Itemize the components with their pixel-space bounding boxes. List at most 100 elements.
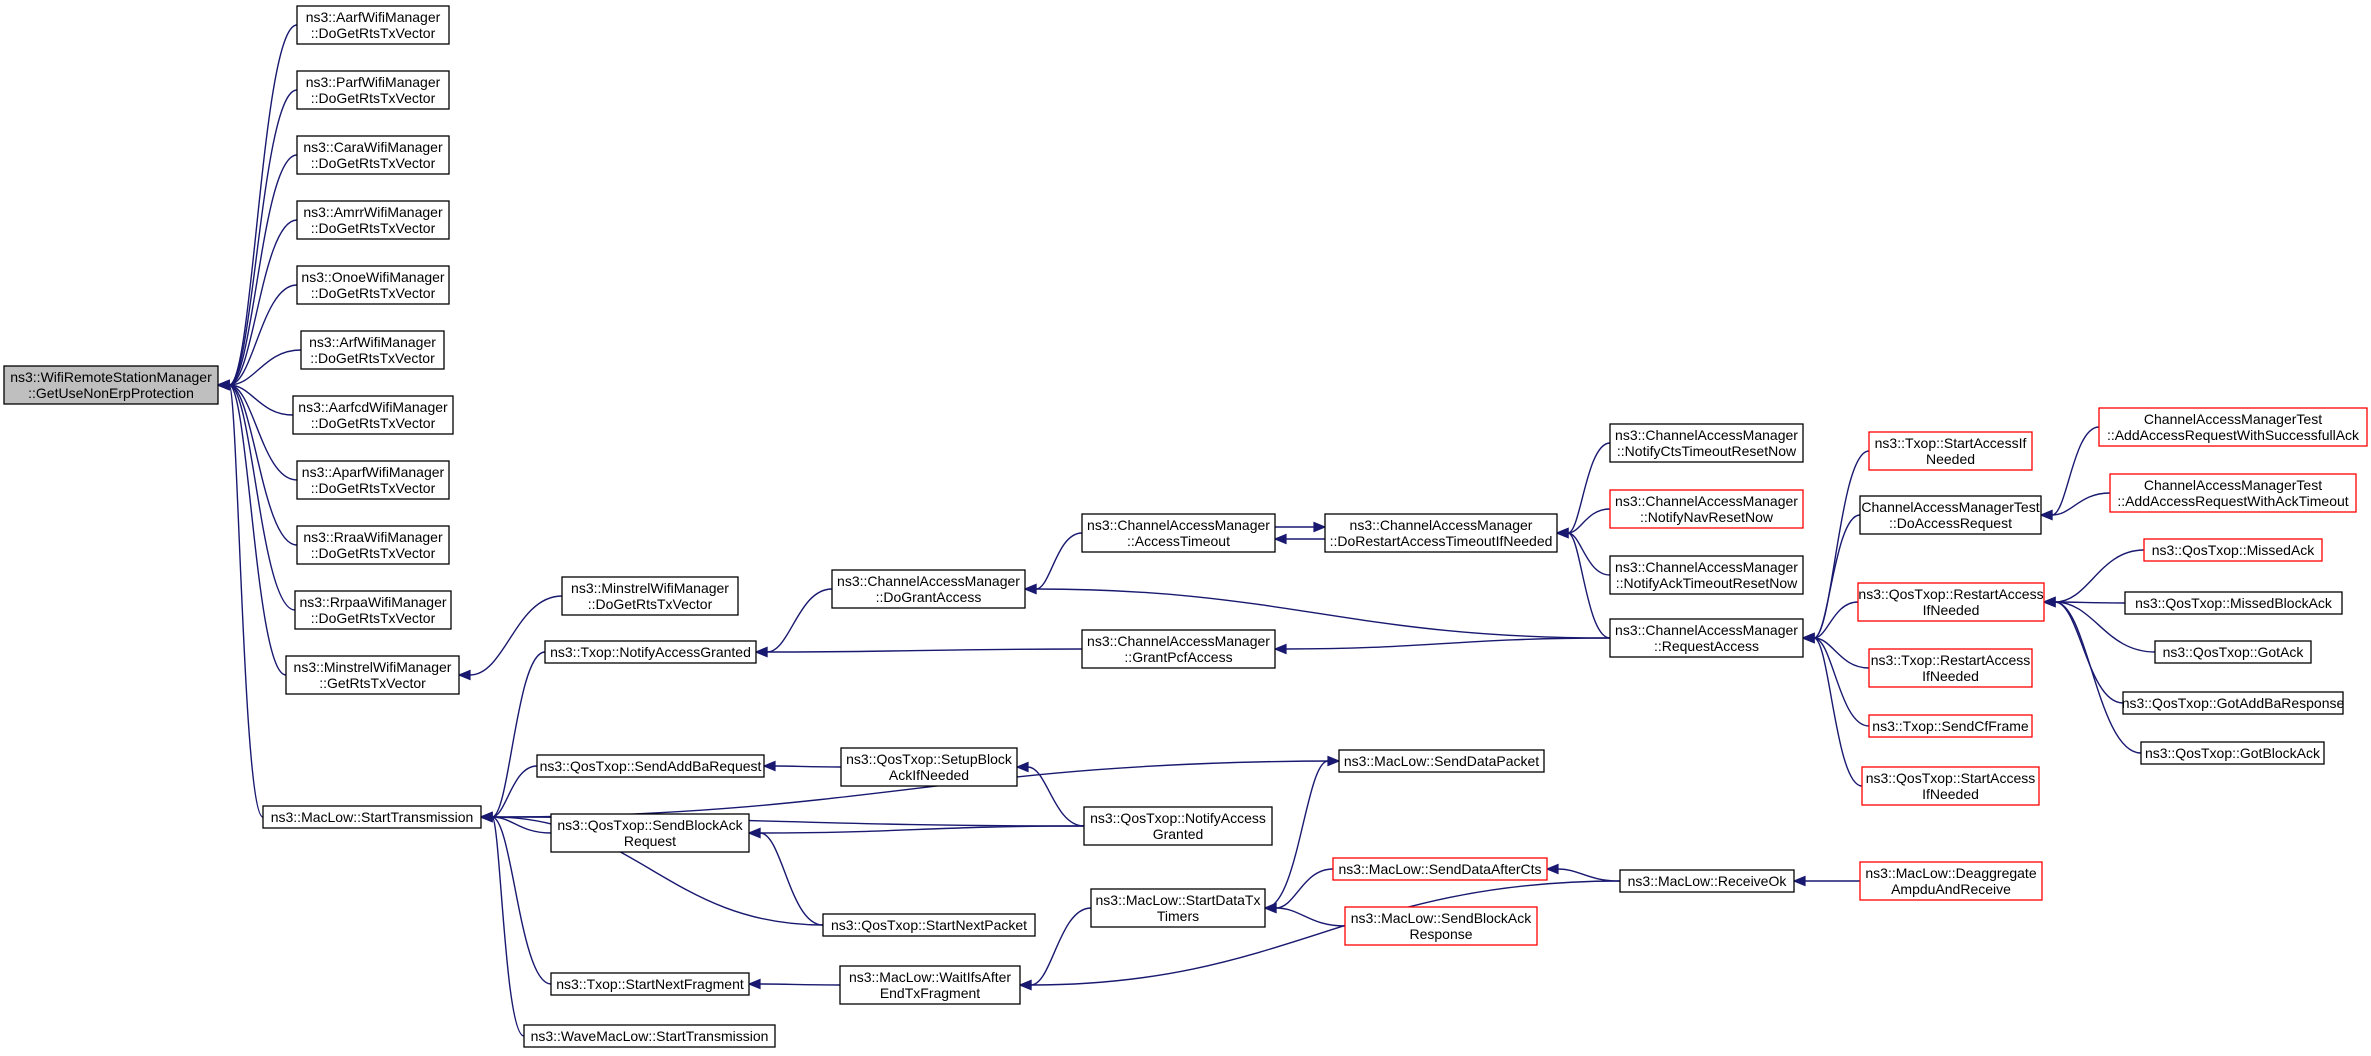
node-box[interactable] [296, 265, 450, 305]
function-node[interactable]: ns3::ChannelAccessManager::DoGrantAccess [831, 569, 1026, 609]
function-node[interactable]: ns3::ChannelAccessManager::DoRestartAcce… [1324, 513, 1558, 553]
node-box[interactable] [1868, 431, 2033, 471]
function-node[interactable]: ns3::MacLow::SendDataAfterCts [1332, 857, 1548, 881]
function-node[interactable]: ns3::AparfWifiManager::DoGetRtsTxVector [296, 460, 450, 500]
node-box[interactable] [2109, 473, 2357, 513]
function-node[interactable]: ns3::QosTxop::GotAddBaResponse [2122, 691, 2345, 715]
function-node[interactable]: ns3::MacLow::SendDataPacket [1338, 749, 1545, 773]
function-node[interactable]: ChannelAccessManagerTest::AddAccessReque… [2098, 407, 2368, 447]
node-box[interactable] [840, 747, 1018, 787]
function-node[interactable]: ChannelAccessManagerTest::DoAccessReques… [1859, 495, 2042, 535]
node-box[interactable] [2122, 691, 2344, 715]
node-box[interactable] [2154, 640, 2312, 664]
function-node[interactable]: ns3::Txop::SendCfFrame [1868, 714, 2033, 738]
node-box[interactable] [839, 965, 1021, 1005]
node-box[interactable] [296, 525, 450, 565]
node-box[interactable] [1081, 513, 1276, 553]
function-node[interactable]: ns3::Txop::NotifyAccessGranted [544, 640, 757, 664]
node-box[interactable] [2143, 538, 2323, 562]
node-box[interactable] [523, 1024, 776, 1048]
function-node[interactable]: ns3::QosTxop::GotBlockAck [2140, 741, 2325, 765]
node-box[interactable] [296, 5, 450, 45]
node-box[interactable] [1609, 555, 1804, 595]
node-box[interactable] [1861, 766, 2040, 806]
node-box[interactable] [296, 200, 450, 240]
node-box[interactable] [1868, 714, 2033, 738]
function-node[interactable]: ns3::ArfWifiManager::DoGetRtsTxVector [300, 330, 445, 370]
node-box[interactable] [285, 655, 460, 695]
node-box[interactable] [262, 805, 482, 829]
node-box[interactable] [1081, 629, 1276, 669]
node-box[interactable] [544, 640, 757, 664]
function-node[interactable]: ns3::MinstrelWifiManager::GetRtsTxVector [285, 655, 460, 695]
node-box[interactable] [3, 365, 219, 405]
node-box[interactable] [1619, 869, 1795, 893]
function-node[interactable]: ns3::ChannelAccessManager::RequestAccess [1609, 618, 1804, 658]
node-box[interactable] [296, 70, 450, 110]
node-box[interactable] [1857, 582, 2045, 622]
function-node[interactable]: ns3::ChannelAccessManager::NotifyCtsTime… [1609, 423, 1804, 463]
function-node[interactable]: ns3::QosTxop::MissedAck [2143, 538, 2323, 562]
function-node[interactable]: ns3::ChannelAccessManager::NotifyAckTime… [1609, 555, 1804, 595]
function-node[interactable]: ns3::WaveMacLow::StartTransmission [523, 1024, 776, 1048]
function-node[interactable]: ns3::OnoeWifiManager::DoGetRtsTxVector [296, 265, 450, 305]
function-node[interactable]: ns3::Txop::StartNextFragment [550, 972, 750, 996]
node-box[interactable] [294, 590, 452, 630]
function-node[interactable]: ns3::MinstrelWifiManager::DoGetRtsTxVect… [561, 576, 739, 616]
node-box[interactable] [822, 913, 1036, 937]
function-node[interactable]: ns3::ChannelAccessManager::AccessTimeout [1081, 513, 1276, 553]
node-box[interactable] [296, 460, 450, 500]
function-node[interactable]: ns3::AarfcdWifiManager::DoGetRtsTxVector [292, 395, 454, 435]
function-node[interactable]: ns3::WifiRemoteStationManager::GetUseNon… [3, 365, 219, 405]
function-node[interactable]: ns3::AarfWifiManager::DoGetRtsTxVector [296, 5, 450, 45]
node-box[interactable] [1609, 423, 1804, 463]
function-node[interactable]: ns3::ParfWifiManager::DoGetRtsTxVector [296, 70, 450, 110]
function-node[interactable]: ns3::MacLow::StartTransmission [262, 805, 482, 829]
function-node[interactable]: ns3::RrpaaWifiManager::DoGetRtsTxVector [294, 590, 452, 630]
function-node[interactable]: ns3::RraaWifiManager::DoGetRtsTxVector [296, 525, 450, 565]
function-node[interactable]: ns3::AmrrWifiManager::DoGetRtsTxVector [296, 200, 450, 240]
node-box[interactable] [1859, 495, 2042, 535]
node-box[interactable] [292, 395, 454, 435]
node-box[interactable] [1332, 857, 1548, 881]
function-node[interactable]: ns3::QosTxop::SendAddBaRequest [536, 754, 765, 778]
node-box[interactable] [2124, 591, 2343, 615]
node-box[interactable] [561, 576, 739, 616]
function-node[interactable]: ns3::ChannelAccessManager::GrantPcfAcces… [1081, 629, 1276, 669]
function-node[interactable]: ns3::QosTxop::NotifyAccessGranted [1083, 806, 1273, 846]
node-box[interactable] [550, 972, 750, 996]
node-box[interactable] [1609, 489, 1804, 529]
node-box[interactable] [1868, 648, 2033, 688]
node-box[interactable] [1083, 806, 1273, 846]
function-node[interactable]: ns3::QosTxop::MissedBlockAck [2124, 591, 2343, 615]
node-box[interactable] [831, 569, 1026, 609]
function-node[interactable]: ns3::QosTxop::StartNextPacket [822, 913, 1036, 937]
node-box[interactable] [2140, 741, 2325, 765]
function-node[interactable]: ns3::CaraWifiManager::DoGetRtsTxVector [296, 135, 450, 175]
node-box[interactable] [536, 754, 765, 778]
function-node[interactable]: ns3::ChannelAccessManager::NotifyNavRese… [1609, 489, 1804, 529]
node-box[interactable] [1859, 861, 2043, 901]
function-node[interactable]: ns3::MacLow::ReceiveOk [1619, 869, 1795, 893]
node-box[interactable] [1344, 906, 1538, 946]
node-box[interactable] [296, 135, 450, 175]
node-box[interactable] [1324, 513, 1558, 553]
node-box[interactable] [2098, 407, 2368, 447]
node-box[interactable] [1090, 888, 1266, 928]
node-box[interactable] [1609, 618, 1804, 658]
function-node[interactable]: ns3::QosTxop::GotAck [2154, 640, 2312, 664]
node-box[interactable] [550, 813, 750, 853]
node-box[interactable] [1338, 749, 1545, 773]
function-node[interactable]: ChannelAccessManagerTest::AddAccessReque… [2109, 473, 2357, 513]
node-box[interactable] [300, 330, 445, 370]
